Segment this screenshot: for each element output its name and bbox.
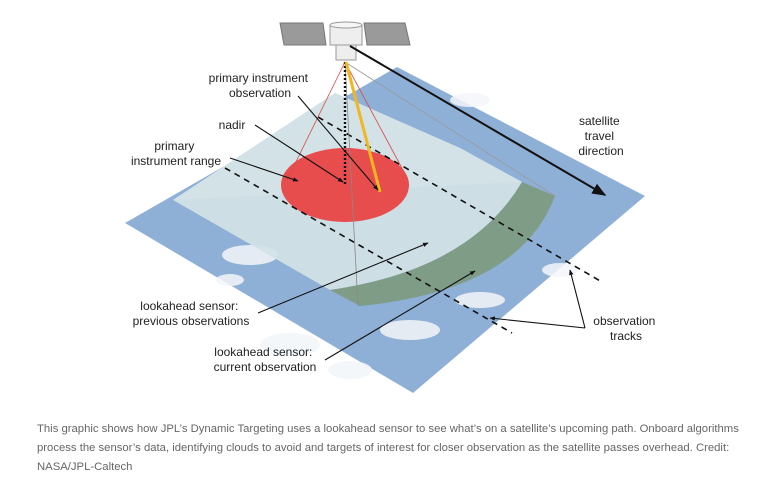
clouds: [216, 93, 578, 379]
label-observation-tracks: observation tracks: [593, 314, 658, 343]
travel-direction-arrow: [349, 45, 607, 196]
label-primary-range: primary instrument range: [131, 139, 221, 168]
observation-tracks: [224, 116, 603, 334]
satellite-icon: [279, 21, 411, 61]
label-current-observation: lookahead sensor: current observation: [214, 345, 317, 374]
dynamic-targeting-diagram: primary instrument observation nadir pri…: [125, 21, 658, 393]
label-primary-observation: primary instrument observation: [209, 71, 312, 100]
primary-beam: [344, 61, 382, 193]
sensor-beams: [286, 61, 556, 307]
label-travel-direction: satellite travel direction: [578, 114, 623, 158]
label-previous-observations: lookahead sensor: previous observations: [133, 299, 250, 328]
label-arrows: [229, 95, 586, 361]
label-nadir: nadir: [219, 118, 246, 132]
lookahead-current-band: [330, 182, 555, 306]
figure-caption: This graphic shows how JPL’s Dynamic Tar…: [37, 423, 739, 473]
primary-instrument-range: [281, 148, 409, 222]
